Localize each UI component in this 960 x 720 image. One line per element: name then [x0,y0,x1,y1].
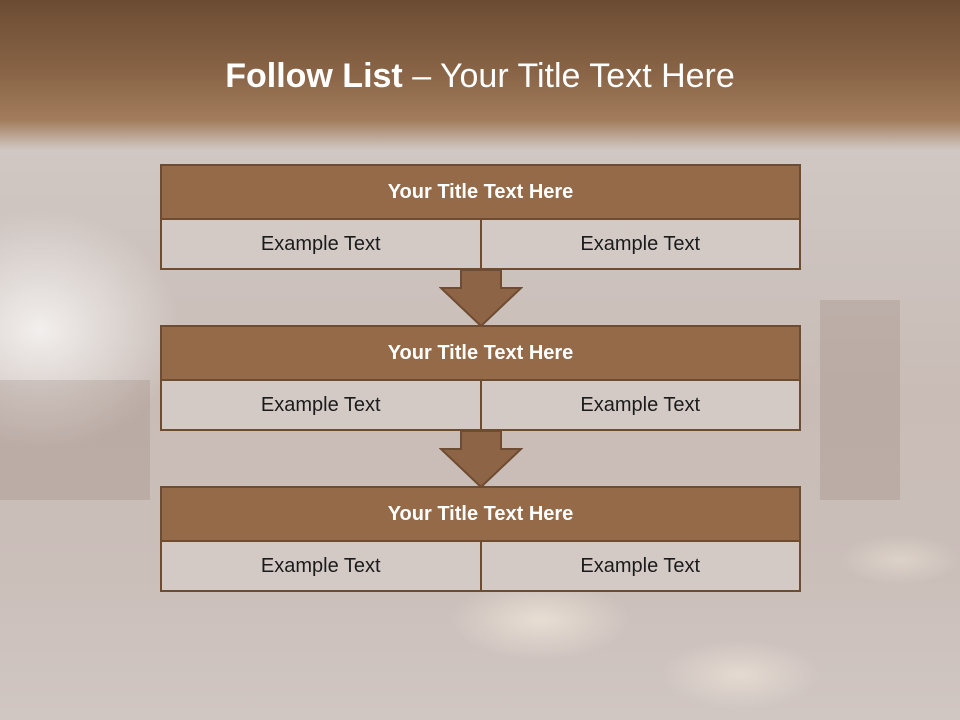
list-block-2: Your Title Text Here Example Text Exampl… [160,325,801,431]
block-cell-left: Example Text [160,542,482,592]
down-arrow-icon [439,270,523,328]
block-title: Your Title Text Here [160,164,801,220]
slide-title-rest: – Your Title Text Here [402,57,735,95]
block-cell-right: Example Text [481,381,801,431]
slide-title-bold: Follow List [225,57,403,95]
slide-title: Follow List – Your Title Text Here [0,56,960,96]
block-cell-right: Example Text [481,220,801,270]
block-row: Example Text Example Text [160,220,801,270]
background-shade-right [820,300,900,500]
block-row: Example Text Example Text [160,381,801,431]
list-block-1: Your Title Text Here Example Text Exampl… [160,164,801,270]
block-row: Example Text Example Text [160,542,801,592]
header-band [0,0,960,150]
block-cell-left: Example Text [160,381,482,431]
list-block-3: Your Title Text Here Example Text Exampl… [160,486,801,592]
down-arrow-icon [439,431,523,489]
background-shade-left [0,380,150,500]
block-title: Your Title Text Here [160,486,801,542]
block-title: Your Title Text Here [160,325,801,381]
block-cell-right: Example Text [481,542,801,592]
block-cell-left: Example Text [160,220,482,270]
